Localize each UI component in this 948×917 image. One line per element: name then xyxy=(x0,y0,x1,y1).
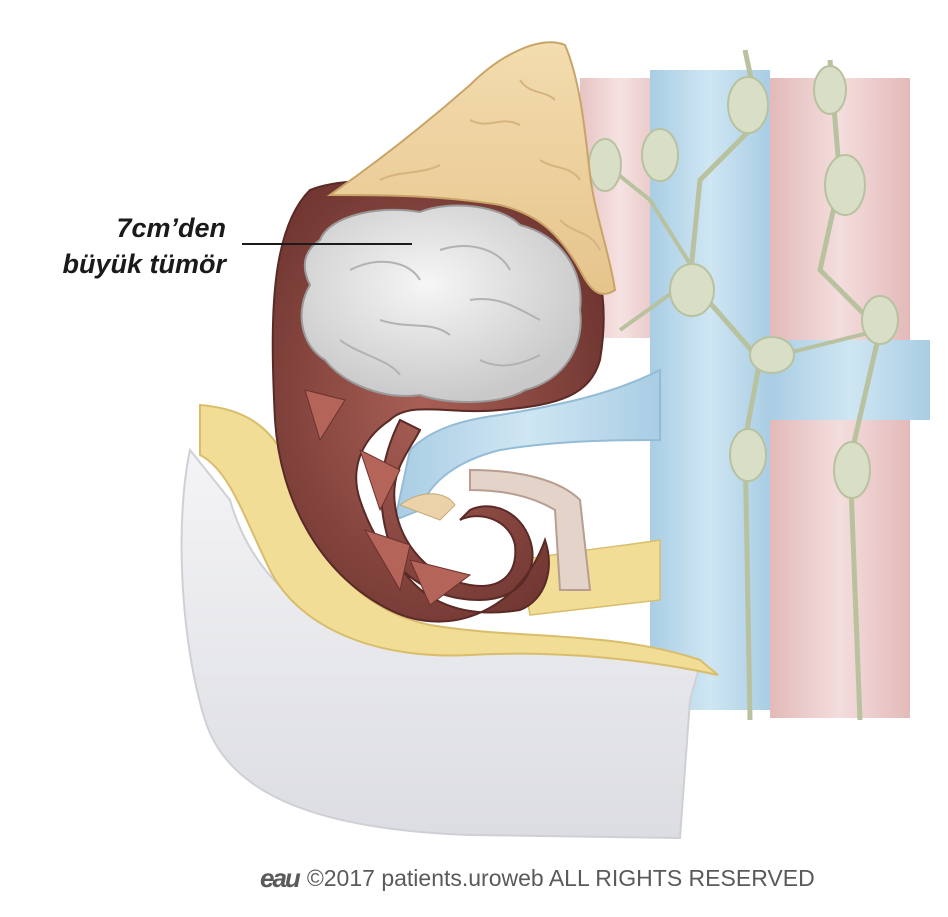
lymph-nodes xyxy=(588,49,899,721)
tumor-label-line1: 7cm’den xyxy=(116,213,226,243)
tumor-size-label: 7cm’den büyük tümör xyxy=(36,210,226,282)
adrenal-gland xyxy=(326,41,617,295)
eau-logo: eau xyxy=(260,862,301,893)
renal-vein xyxy=(393,368,661,522)
adrenal-folds xyxy=(379,79,601,251)
ureter xyxy=(469,468,592,591)
tumor xyxy=(300,204,582,403)
copyright-text: ©2017 patients.uroweb ALL RIGHTS RESERVE… xyxy=(306,864,815,891)
copyright-footer: eau ©2017 patients.uroweb ALL RIGHTS RES… xyxy=(260,862,815,894)
tumor-label-line2: büyük tümör xyxy=(62,249,226,279)
